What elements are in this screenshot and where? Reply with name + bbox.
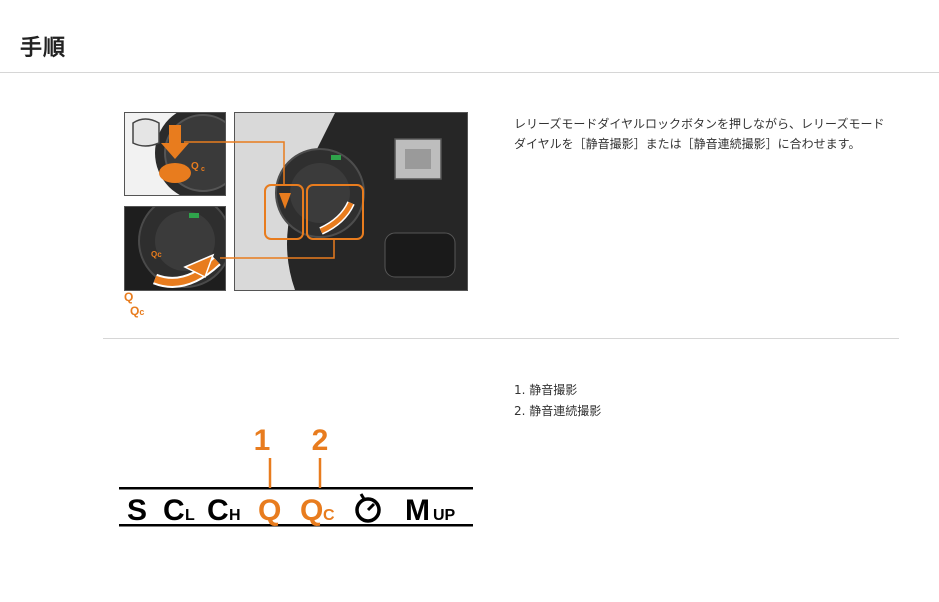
section-divider [103,338,899,339]
lock-button-panel: Q c [124,112,226,196]
svg-text:Qc: Qc [151,250,162,259]
svg-text:C: C [323,507,335,524]
page-title: 手順 [20,36,67,61]
mode-q: Q [258,494,281,527]
caption-qc-sub: c [139,307,145,317]
title-divider [0,72,939,73]
mode-list: 1. 静音撮影 2. 静音連続撮影 [514,380,601,422]
svg-text:UP: UP [433,507,456,524]
list-item: 1. 静音撮影 [514,383,578,397]
svg-text:L: L [185,507,195,524]
step-instruction: レリーズモードダイヤルロックボタンを押しながら、レリーズモードダイヤルを［静音撮… [514,117,885,151]
connector-lines [184,141,335,259]
mode-s: S [127,494,147,527]
self-timer-icon [355,493,381,523]
mode-caption: Q Qc [124,290,144,318]
marker-1: 1 [254,424,271,457]
mode-mup: M [405,494,430,527]
caption-q: Q [124,290,134,304]
mode-ch: C [207,494,229,527]
mode-cl: C [163,494,185,527]
mode-qc: Q [300,494,323,527]
marker-2: 2 [312,424,329,457]
caption-qc: Qc [130,304,144,318]
camera-top-panel [234,112,468,291]
list-item: 2. 静音連続撮影 [514,404,602,418]
dial-rotate-panel: Qc [124,206,226,291]
caption-qc-main: Q [130,304,140,318]
svg-text:Q: Q [191,161,199,172]
svg-text:c: c [201,166,205,173]
svg-text:H: H [229,507,241,524]
release-mode-strip: 1 2 S C L C H Q Q C M UP [115,418,477,536]
